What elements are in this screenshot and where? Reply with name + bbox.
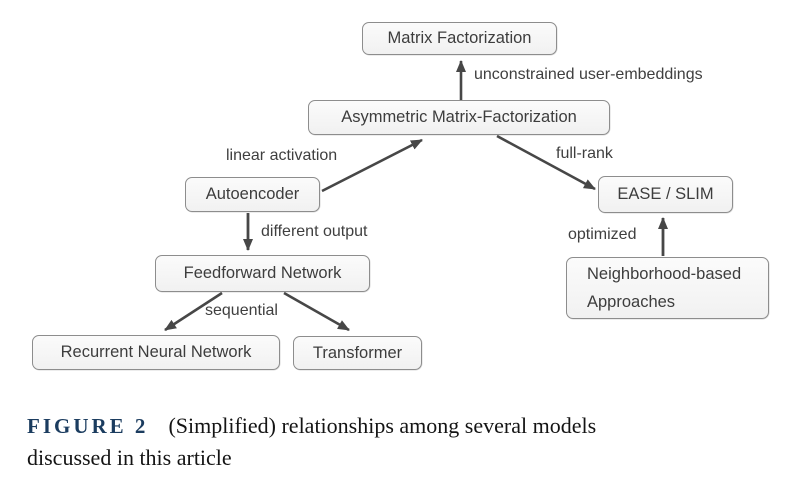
edge-label-sequential: sequential — [205, 302, 278, 319]
edge-label-linear-activation: linear activation — [226, 147, 338, 164]
node-ease-slim: EASE / SLIM — [598, 176, 733, 213]
node-feedforward-network: Feedforward Network — [155, 255, 370, 292]
caption-line-1: FIGURE 2 (Simplified) relationships among… — [27, 410, 787, 442]
caption-text-line-1: (Simplified) relationships among several… — [168, 413, 597, 438]
edge-label-different-output: different output — [261, 223, 368, 240]
edge-label-optimized: optimized — [568, 226, 637, 243]
caption-figure-number: FIGURE 2 — [27, 414, 149, 438]
node-autoencoder: Autoencoder — [185, 177, 320, 212]
node-asymmetric-matrix-factorization: Asymmetric Matrix-Factorization — [308, 100, 610, 135]
figure-caption: FIGURE 2 (Simplified) relationships among… — [27, 410, 787, 474]
edge-label-full-rank: full-rank — [556, 145, 613, 162]
edge-label-unconstrained-user-embeddings: unconstrained user-embeddings — [474, 66, 703, 83]
node-recurrent-neural-network: Recurrent Neural Network — [32, 335, 280, 370]
arrow-feedforward-to-transformer — [283, 291, 350, 332]
node-neighborhood-based-approaches: Neighborhood-based Approaches — [566, 257, 769, 319]
node-transformer: Transformer — [293, 336, 422, 370]
node-matrix-factorization: Matrix Factorization — [362, 22, 557, 55]
caption-text-line-2: discussed in this article — [27, 445, 232, 470]
